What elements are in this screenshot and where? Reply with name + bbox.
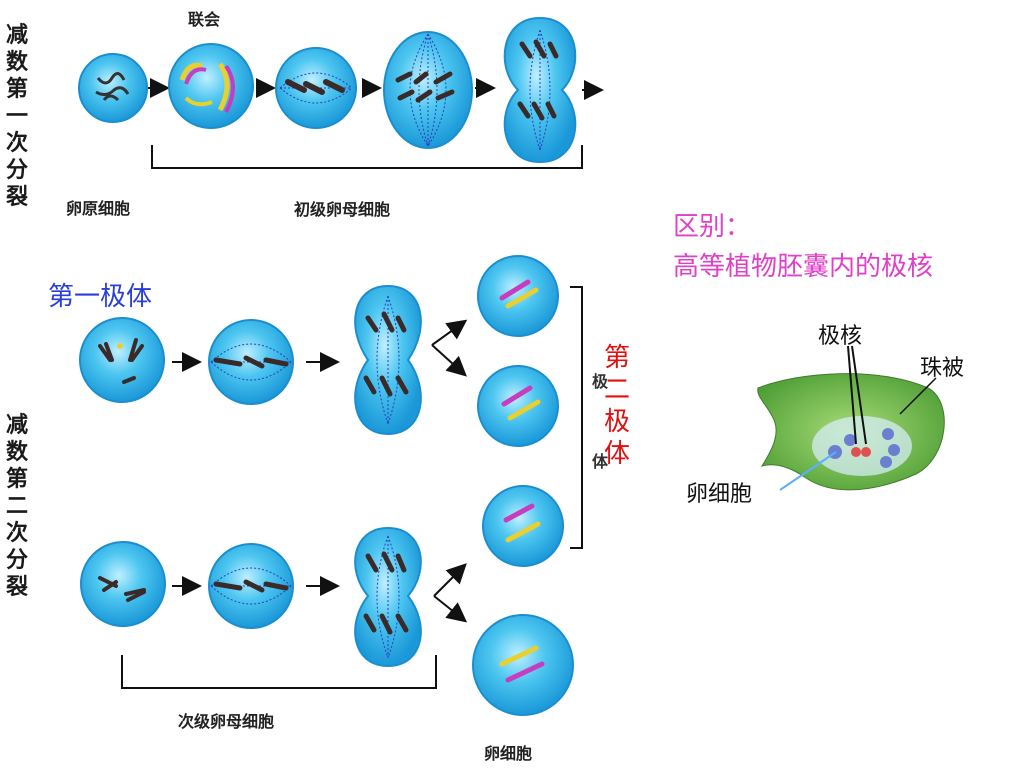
metaphase-ii-upper-cell [208, 319, 294, 405]
second-polar-partial-label: 极体 [592, 372, 609, 471]
second-polar-body-label: 第二极体 [603, 343, 630, 469]
embryo-sac-illustration [757, 345, 945, 491]
first-polar-body-cell [79, 317, 165, 403]
metaphase-i-cell [275, 47, 357, 129]
telophase-i-cell [503, 16, 577, 164]
embryo-egg-cell-label: 卵细胞 [686, 482, 753, 507]
second-polar-body-2 [477, 365, 559, 447]
egg-cell [472, 614, 574, 716]
primary-oocyte-label: 初级卵母细胞 [294, 200, 391, 219]
note-line2: 高等植物胚囊内的极核 [673, 252, 934, 282]
anaphase-ii-lower-cell [354, 526, 422, 668]
second-polar-body-1 [477, 255, 559, 337]
synapsis-label: 联会 [188, 10, 221, 29]
oogonium-label: 卵原细胞 [66, 199, 131, 218]
secondary-oocyte-bracket [121, 655, 437, 689]
second-polar-bracket [570, 286, 583, 549]
note-line1: 区别： [673, 212, 752, 242]
metaphase-ii-lower-cell [208, 543, 294, 629]
egg-cell-label: 卵细胞 [484, 744, 533, 763]
secondary-oocyte-cell [80, 541, 166, 627]
first-polar-body-label: 第一极体 [48, 282, 153, 312]
anaphase-i-cell [383, 31, 473, 149]
oogonium-cell [78, 53, 148, 123]
meiosis-ii-label: 减数第二次分裂 [5, 412, 28, 600]
synapsis-cell [168, 43, 254, 129]
integument-label: 珠被 [920, 356, 965, 381]
anaphase-ii-upper-cell [354, 284, 422, 436]
primary-oocyte-bracket [151, 145, 583, 169]
secondary-oocyte-label: 次级卵母细胞 [178, 712, 275, 731]
second-polar-body-3 [482, 485, 564, 567]
polar-nuclei-label: 极核 [818, 324, 863, 349]
meiosis-i-label: 减数第一次分裂 [5, 22, 28, 210]
